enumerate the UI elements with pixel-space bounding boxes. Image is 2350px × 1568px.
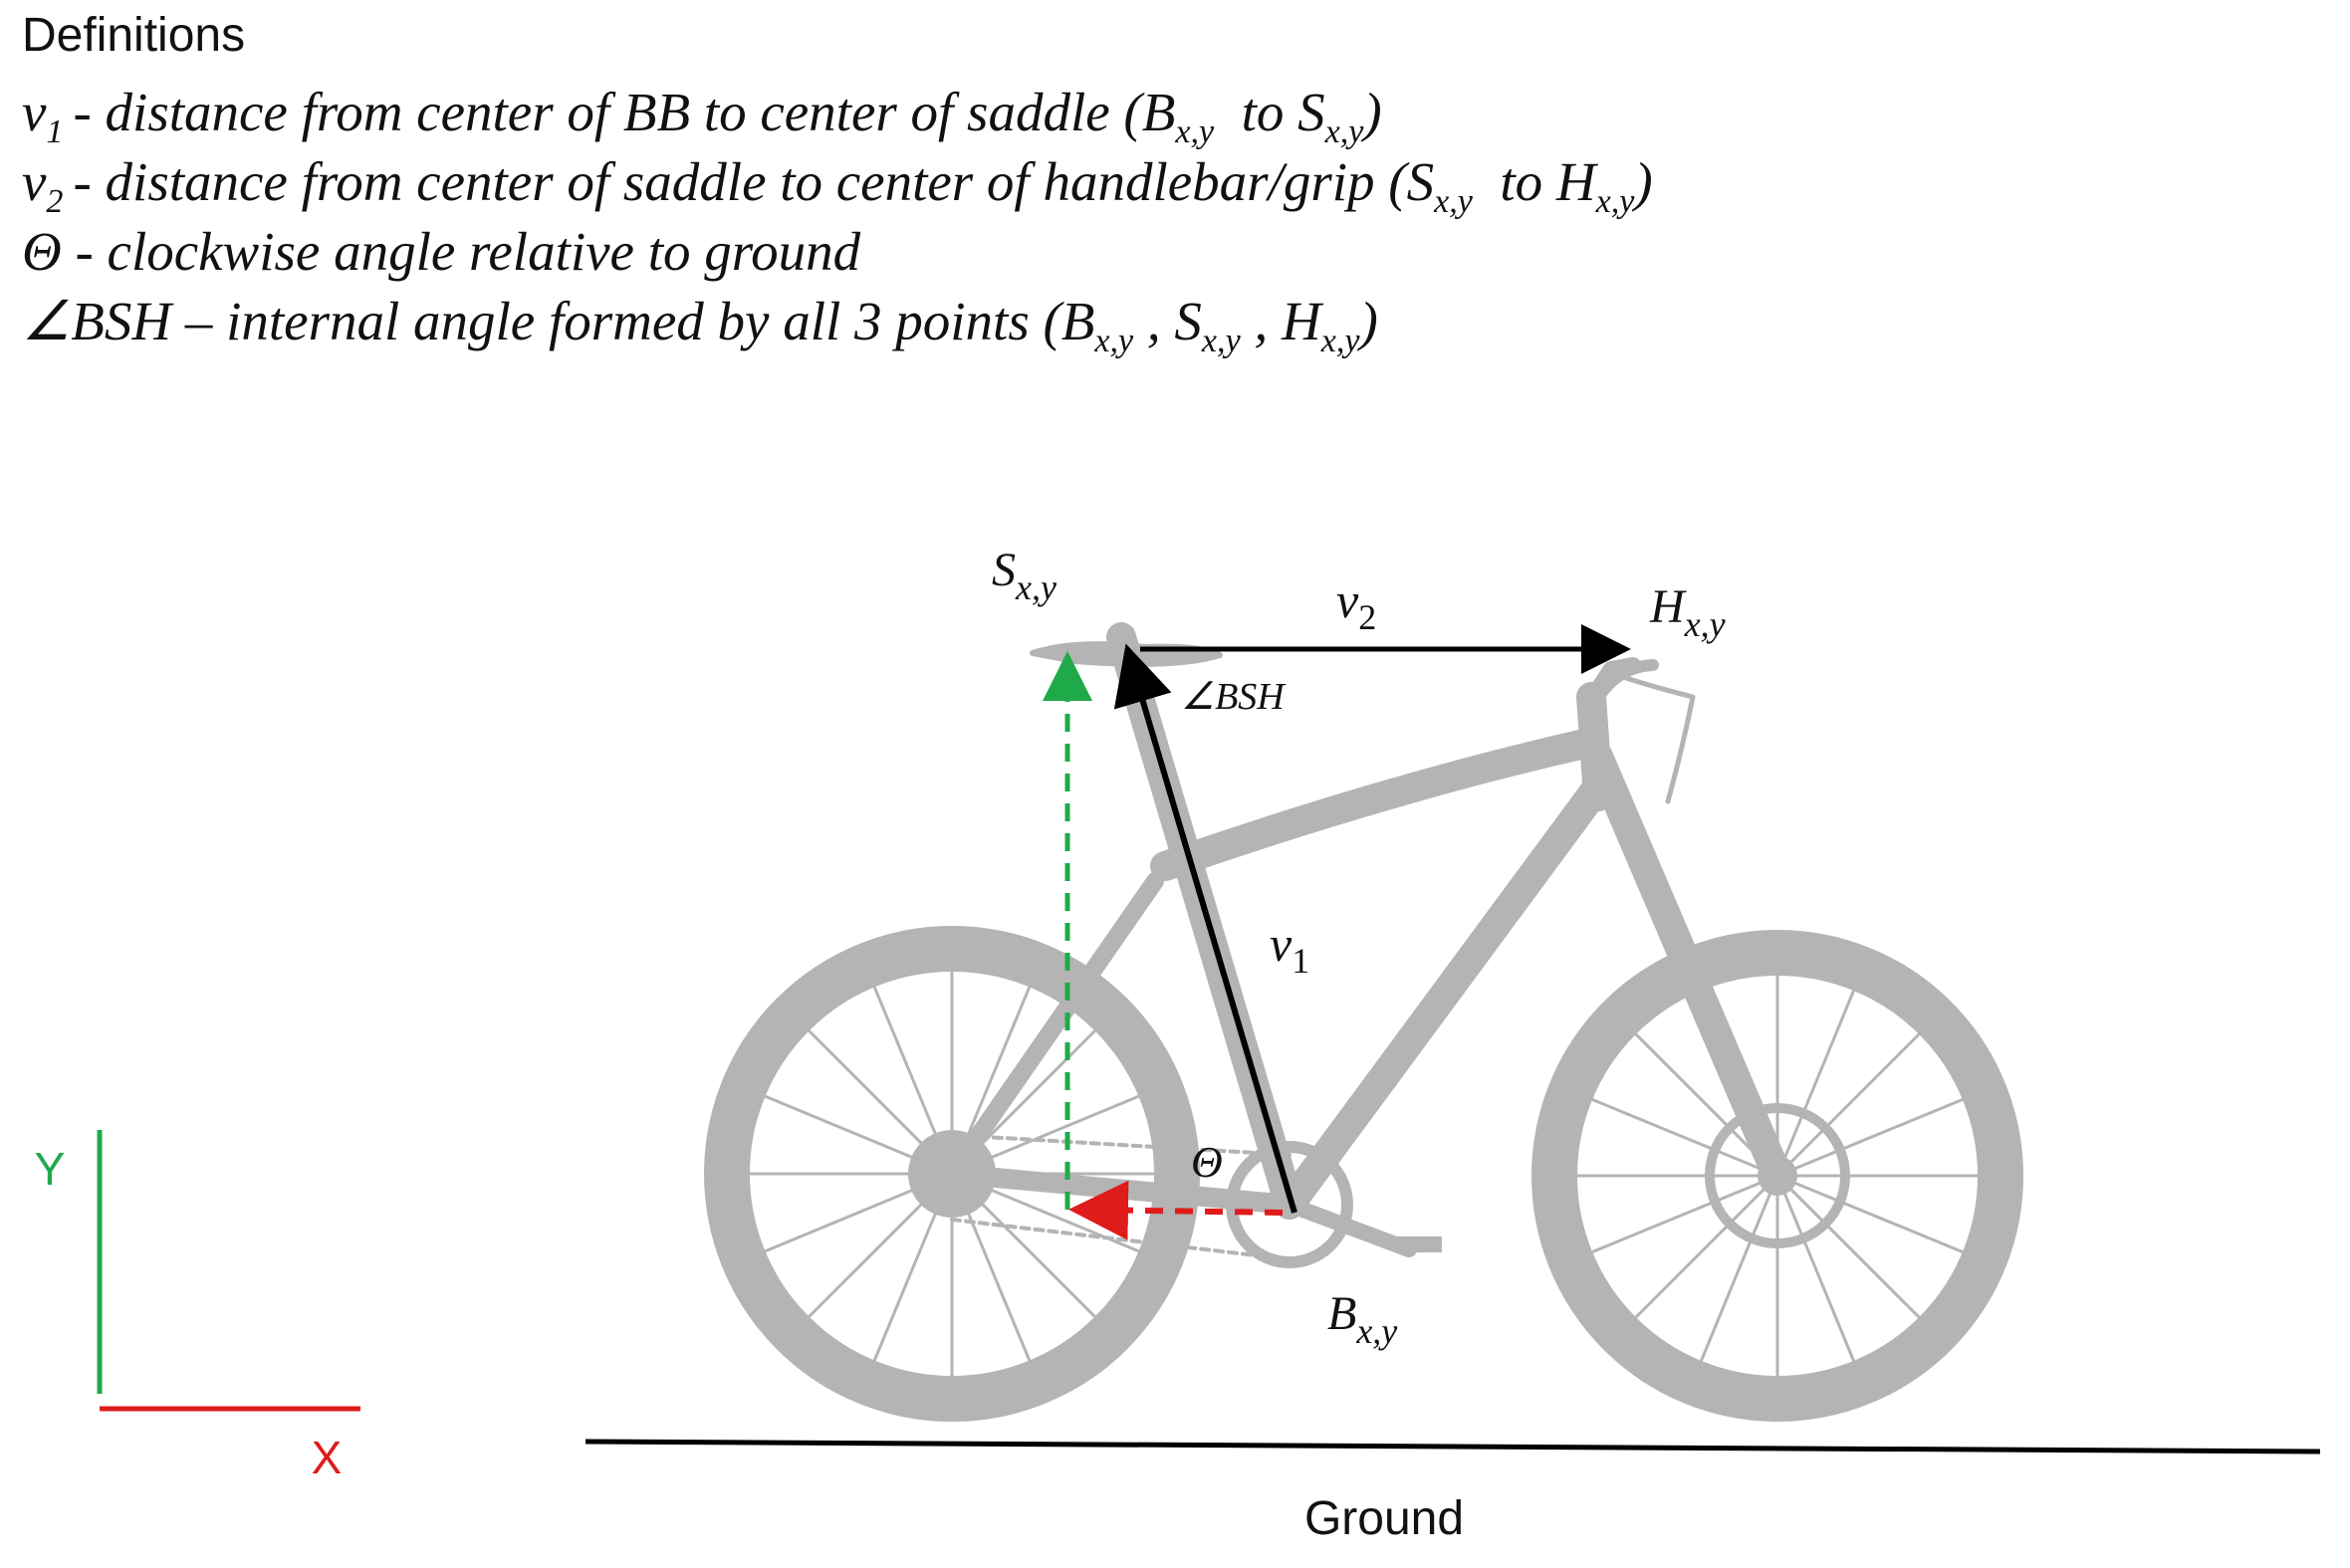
- ground-label: Ground: [1304, 1492, 1464, 1545]
- definition-v1: v1- distance from center of BB to center…: [22, 82, 1382, 150]
- bb-point-label: Bx,y: [1327, 1287, 1397, 1351]
- v1-label: v1: [1270, 916, 1309, 981]
- handlebar-point-label: Hx,y: [1649, 580, 1726, 644]
- handlebar: [1587, 659, 1659, 713]
- axes-legend: Y X: [35, 1130, 360, 1483]
- v1-symbol: v1: [22, 82, 64, 150]
- top-tube: [1150, 727, 1608, 881]
- v2-symbol: v2: [22, 151, 64, 220]
- down-tube: [1275, 772, 1613, 1220]
- brake-cable: [1620, 674, 1696, 804]
- definitions-title: Definitions: [22, 9, 246, 62]
- head-tube: [1576, 682, 1613, 811]
- fork: [1583, 742, 1792, 1191]
- theta-label: Θ: [1191, 1138, 1223, 1187]
- definitions-block: Definitions v1- distance from center of …: [22, 8, 1914, 359]
- x-axis-label: X: [312, 1432, 343, 1483]
- saddle-point-label: Sx,y: [992, 544, 1057, 607]
- y-axis-label: Y: [35, 1143, 66, 1195]
- bicycle-silhouette: [704, 622, 2023, 1422]
- seatstay: [943, 872, 1164, 1183]
- ground-line: [585, 1439, 2321, 1455]
- definition-theta: Θ - clockwise angle relative to ground: [22, 221, 861, 282]
- definition-v2: v2- distance from center of saddle to ce…: [22, 151, 1653, 220]
- horizontal-component-arrow: [1068, 1180, 1284, 1240]
- v1-vector-arrow: [1113, 643, 1297, 1214]
- v2-label: v2: [1336, 572, 1376, 637]
- disc-rotor: [1705, 1103, 1850, 1248]
- definition-angle-bsh: ∠BSH – internal angle formed by all 3 po…: [22, 291, 1378, 359]
- bike-frame: [942, 622, 1792, 1220]
- angle-bsh-label: ∠BSH: [1181, 676, 1287, 718]
